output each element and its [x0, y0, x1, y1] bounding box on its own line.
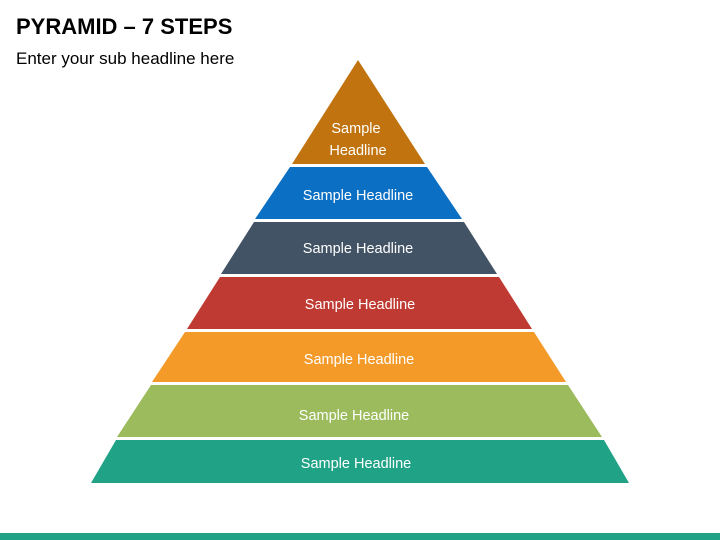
pyramid-level-4: Sample Headline [187, 277, 532, 329]
pyramid-level-1-label-line-2: Headline [329, 143, 386, 159]
pyramid-level-5: Sample Headline [152, 332, 566, 382]
page-subtitle: Enter your sub headline here [16, 49, 235, 68]
page-title: PYRAMID – 7 STEPS [16, 14, 233, 39]
pyramid-level-2: Sample Headline [255, 167, 462, 219]
pyramid-level-5-label: Sample Headline [304, 352, 414, 368]
pyramid-level-6-label: Sample Headline [299, 408, 409, 424]
pyramid-level-1-shape [292, 60, 425, 164]
pyramid-level-3-label: Sample Headline [303, 241, 413, 257]
pyramid-level-3: Sample Headline [221, 222, 497, 274]
footer-accent-bar [0, 533, 720, 540]
pyramid-level-1-label-line-1: Sample [331, 121, 380, 137]
pyramid-level-7-shape [91, 440, 629, 483]
pyramid-level-6-shape [117, 385, 602, 437]
pyramid-level-1: Sample Headline [292, 60, 425, 164]
pyramid-level-4-shape [187, 277, 532, 329]
pyramid-level-2-label: Sample Headline [303, 188, 413, 204]
pyramid-level-7-label: Sample Headline [301, 456, 411, 472]
pyramid-level-3-shape [221, 222, 497, 274]
pyramid-level-2-shape [255, 167, 462, 219]
pyramid-level-5-shape [152, 332, 566, 382]
pyramid-level-7: Sample Headline [91, 440, 629, 483]
pyramid-level-4-label: Sample Headline [305, 297, 415, 313]
pyramid-level-1-label: Sample Headline [329, 121, 386, 159]
pyramid-level-6: Sample Headline [117, 385, 602, 437]
